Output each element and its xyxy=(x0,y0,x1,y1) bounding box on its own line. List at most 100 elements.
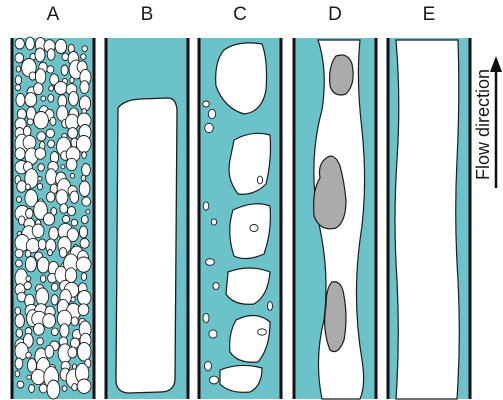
panel-d-lump-1 xyxy=(330,55,354,95)
bubble xyxy=(15,76,21,85)
bubble xyxy=(24,282,31,290)
bubble xyxy=(40,275,45,282)
bubble xyxy=(34,112,49,129)
bubble xyxy=(211,219,216,225)
bubble xyxy=(49,227,59,240)
bubble xyxy=(205,123,214,132)
bubble xyxy=(45,345,54,358)
bubble xyxy=(82,164,91,177)
bubble xyxy=(34,83,43,95)
bubble xyxy=(17,381,24,388)
bubble xyxy=(15,314,24,328)
bubble xyxy=(55,39,66,53)
bubble xyxy=(258,329,267,335)
bubble xyxy=(47,380,60,399)
bubble xyxy=(206,259,215,266)
panel-e-gas-core xyxy=(395,40,459,399)
bubble xyxy=(81,215,88,223)
bubble xyxy=(81,175,86,181)
panel-d-annular-lumps xyxy=(294,38,376,399)
bubble xyxy=(48,94,54,102)
bubble xyxy=(37,132,46,141)
bubble xyxy=(203,101,210,107)
bubble xyxy=(26,209,33,219)
bubble xyxy=(36,288,49,305)
bubble xyxy=(43,213,54,225)
bubble xyxy=(61,165,65,169)
bubble xyxy=(203,313,209,322)
panel-label-b: B xyxy=(127,3,167,27)
bubble xyxy=(47,66,54,73)
bubble xyxy=(46,129,54,138)
bubble xyxy=(77,379,91,393)
bubble xyxy=(43,314,56,329)
bubble xyxy=(15,358,23,369)
bubble xyxy=(78,291,91,306)
panel-label-e: E xyxy=(409,3,449,27)
bubble xyxy=(208,109,215,118)
bubble xyxy=(60,204,68,214)
bubble xyxy=(38,239,46,250)
bubble xyxy=(16,66,21,72)
bubble xyxy=(35,148,46,159)
bubble xyxy=(37,337,43,345)
bubble xyxy=(25,93,37,107)
bubble xyxy=(29,385,35,393)
bubble xyxy=(15,53,24,63)
flow-direction-label: Flow direction xyxy=(471,0,495,180)
bubble xyxy=(67,207,75,216)
panel-label-c: C xyxy=(220,3,260,27)
bubble xyxy=(69,92,79,106)
bubble xyxy=(66,158,77,170)
panel-b-taylor-bubble xyxy=(116,98,177,393)
bubble xyxy=(26,37,35,50)
bubble xyxy=(61,65,68,75)
bubble xyxy=(80,238,89,248)
bubble xyxy=(15,249,23,258)
bubble xyxy=(56,190,68,205)
bubble xyxy=(209,330,217,338)
bubble xyxy=(48,250,53,256)
bubble xyxy=(81,54,86,60)
panel-b-slug xyxy=(106,38,188,399)
bubble xyxy=(46,169,57,185)
panel-e-annular xyxy=(388,38,470,399)
bubble xyxy=(210,376,219,384)
bubble xyxy=(39,384,47,393)
bubble xyxy=(82,152,87,159)
bubble xyxy=(82,46,87,52)
bubble xyxy=(203,202,209,210)
bubble xyxy=(76,257,91,272)
bubble xyxy=(55,82,68,95)
bubble xyxy=(26,184,31,190)
bubble xyxy=(70,191,79,203)
bubble xyxy=(16,93,25,106)
bubble xyxy=(23,135,36,149)
bubble xyxy=(26,352,32,358)
bubble xyxy=(15,38,24,49)
bubble xyxy=(71,219,77,226)
bubble xyxy=(41,96,46,101)
bubble xyxy=(77,342,91,361)
bubble xyxy=(79,226,87,238)
bubble xyxy=(205,361,212,371)
bubble xyxy=(37,183,42,189)
bubble xyxy=(250,225,258,232)
bubble xyxy=(51,328,58,336)
bubble xyxy=(34,323,45,335)
bubble xyxy=(26,276,31,281)
bubble xyxy=(80,81,89,94)
bubble xyxy=(38,164,45,171)
bubble xyxy=(60,324,69,338)
bubble xyxy=(82,197,91,206)
panel-d-lump-3 xyxy=(325,282,346,352)
bubble xyxy=(49,86,54,91)
bubble xyxy=(81,273,86,281)
bubble xyxy=(71,297,75,302)
bubble xyxy=(71,317,78,326)
bubble xyxy=(257,176,262,184)
bubble xyxy=(16,260,23,267)
bubble xyxy=(48,140,55,148)
panel-c-gas-region-2 xyxy=(229,133,271,194)
